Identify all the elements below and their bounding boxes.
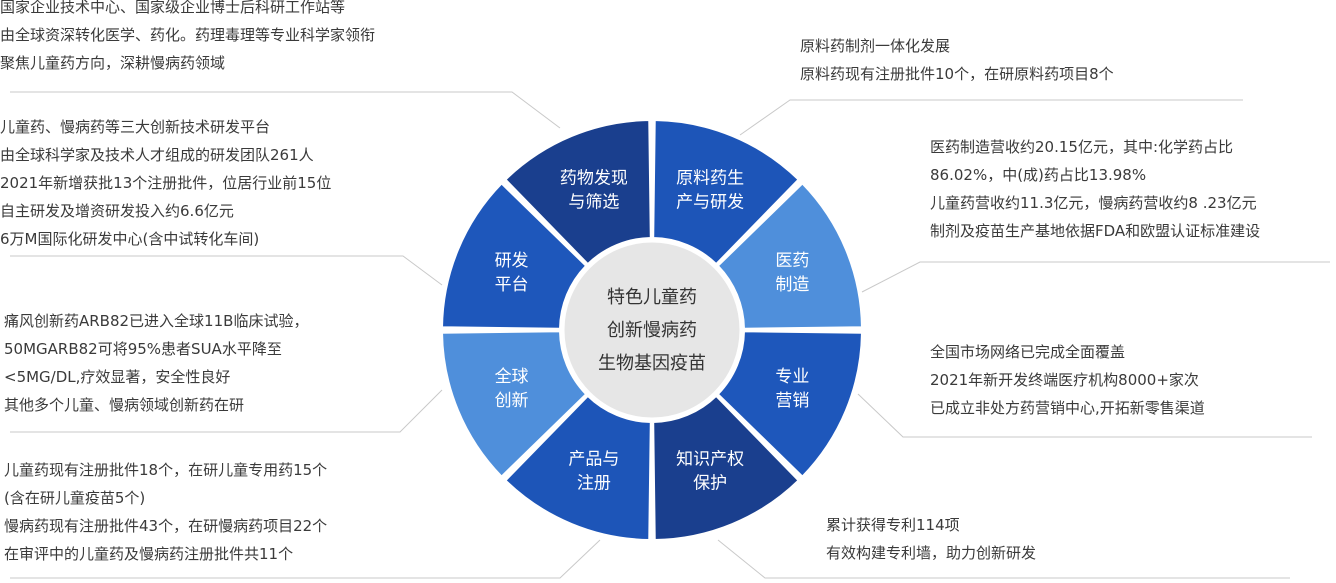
rd-platform-line: 2021年新增获批13个注册批件，位居行业前15位 [0, 174, 332, 192]
discovery-line: 由全球资深转化医学、药化。药理毒理等专业科学家领衔 [0, 26, 376, 44]
marketing-line: 2021年新开发终端医疗机构8000+家次 [930, 371, 1199, 389]
api-line: 原料药现有注册批件10个，在研原料药项目8个 [800, 65, 1114, 83]
center-label: 特色儿童药 [607, 287, 697, 308]
connector-ip [717, 539, 1290, 579]
center-label: 创新慢病药 [607, 320, 697, 341]
segment-label-product-registration: 产品与 [568, 449, 619, 469]
global-innovation-line: 50MGARB82可将95%患者SUA水平降至 [4, 340, 282, 358]
rd-platform-info-block: 儿童药、慢病药等三大创新技术研发平台 由全球科学家及技术人才组成的研发团队261… [0, 113, 331, 253]
marketing-line: 全国市场网络已完成全面覆盖 [930, 343, 1126, 361]
segment-label-ip-protection: 保护 [693, 473, 727, 493]
connector-rd-platform [10, 255, 443, 286]
manufacturing-line: 医药制造营收约20.15亿元，其中:化学药占比 [930, 138, 1233, 156]
ip-info-block: 累计获得专利114项 有效构建专利墙，助力创新研发 [826, 511, 1036, 567]
rd-platform-line: 6万M国际化研发中心(含中试转化车间) [0, 230, 260, 248]
rd-platform-line: 自主研发及增资研发投入约6.6亿元 [0, 202, 234, 220]
global-innovation-line: <5MG/DL,疗效显著，安全性良好 [4, 368, 231, 386]
manufacturing-line: 儿童药营收约11.3亿元，慢病药营收约8 .23亿元 [930, 194, 1257, 212]
registration-line: 儿童药现有注册批件18个，在研儿童专用药15个 [4, 461, 328, 479]
ip-line: 有效构建专利墙，助力创新研发 [826, 544, 1037, 562]
discovery-info-block: 国家企业技术中心、国家级企业博士后科研工作站等 由全球资深转化医学、药化。药理毒… [0, 0, 375, 77]
discovery-line: 聚焦儿童药方向，深耕慢病药领域 [0, 54, 226, 72]
global-innovation-line: 痛风创新药ARB82已进入全球11B临床试验， [4, 312, 309, 330]
segment-label-marketing: 专业 [775, 367, 809, 387]
registration-line: 慢病药现有注册批件43个，在研慢病药项目22个 [4, 517, 328, 535]
registration-line: 在审评中的儿童药及慢病药注册批件共11个 [4, 545, 294, 563]
global-innovation-info-block: 痛风创新药ARB82已进入全球11B临床试验， 50MGARB82可将95%患者… [4, 307, 308, 419]
rd-platform-line: 由全球科学家及技术人才组成的研发团队261人 [0, 146, 314, 164]
segment-label-manufacturing: 医药 [775, 251, 809, 271]
discovery-line: 国家企业技术中心、国家级企业博士后科研工作站等 [0, 0, 346, 16]
connector-lines [10, 91, 1330, 579]
manufacturing-info-block: 医药制造营收约20.15亿元，其中:化学药占比 86.02%，中(成)药占比13… [930, 133, 1260, 245]
segment-label-global-innovation: 创新 [495, 391, 529, 411]
rd-platform-line: 儿童药、慢病药等三大创新技术研发平台 [0, 118, 271, 136]
api-line: 原料药制剂一体化发展 [800, 37, 951, 55]
segment-label-rd-platform: 研发 [495, 251, 529, 271]
connector-registration [10, 539, 601, 579]
segment-label-api-production: 原料药生 [676, 169, 744, 189]
segment-label-marketing: 营销 [775, 391, 809, 411]
segment-label-global-innovation: 全球 [495, 367, 529, 387]
connector-discovery [10, 91, 561, 129]
connector-api [739, 99, 1243, 136]
marketing-line: 已成立非处方药营销中心,开拓新零售渠道 [930, 399, 1205, 417]
segment-label-drug-discovery: 药物发现 [560, 169, 628, 189]
manufacturing-line: 86.02%，中(成)药占比13.98% [930, 166, 1147, 184]
center-circle [559, 237, 745, 423]
connector-marketing [857, 393, 1312, 438]
segment-label-product-registration: 注册 [577, 473, 611, 493]
segment-label-api-production: 产与研发 [676, 193, 744, 213]
registration-line: (含在研儿童疫苗5个) [4, 489, 146, 507]
segment-label-ip-protection: 知识产权 [676, 449, 744, 469]
connector-manufacturing [861, 261, 1330, 293]
marketing-info-block: 全国市场网络已完成全面覆盖 2021年新开发终端医疗机构8000+家次 已成立非… [930, 338, 1205, 422]
segment-label-rd-platform: 平台 [495, 275, 529, 295]
center-label: 生物基因疫苗 [598, 353, 706, 374]
connector-global-innovation [10, 389, 443, 433]
segment-label-drug-discovery: 与筛选 [568, 193, 619, 213]
registration-info-block: 儿童药现有注册批件18个，在研儿童专用药15个 (含在研儿童疫苗5个) 慢病药现… [4, 456, 327, 568]
ip-line: 累计获得专利114项 [826, 516, 960, 534]
manufacturing-line: 制剂及疫苗生产基地依据FDA和欧盟认证标准建设 [930, 222, 1261, 240]
global-innovation-line: 其他多个儿童、慢病领域创新药在研 [4, 396, 245, 414]
segment-label-manufacturing: 制造 [775, 275, 809, 295]
api-info-block: 原料药制剂一体化发展 原料药现有注册批件10个，在研原料药项目8个 [800, 32, 1114, 88]
